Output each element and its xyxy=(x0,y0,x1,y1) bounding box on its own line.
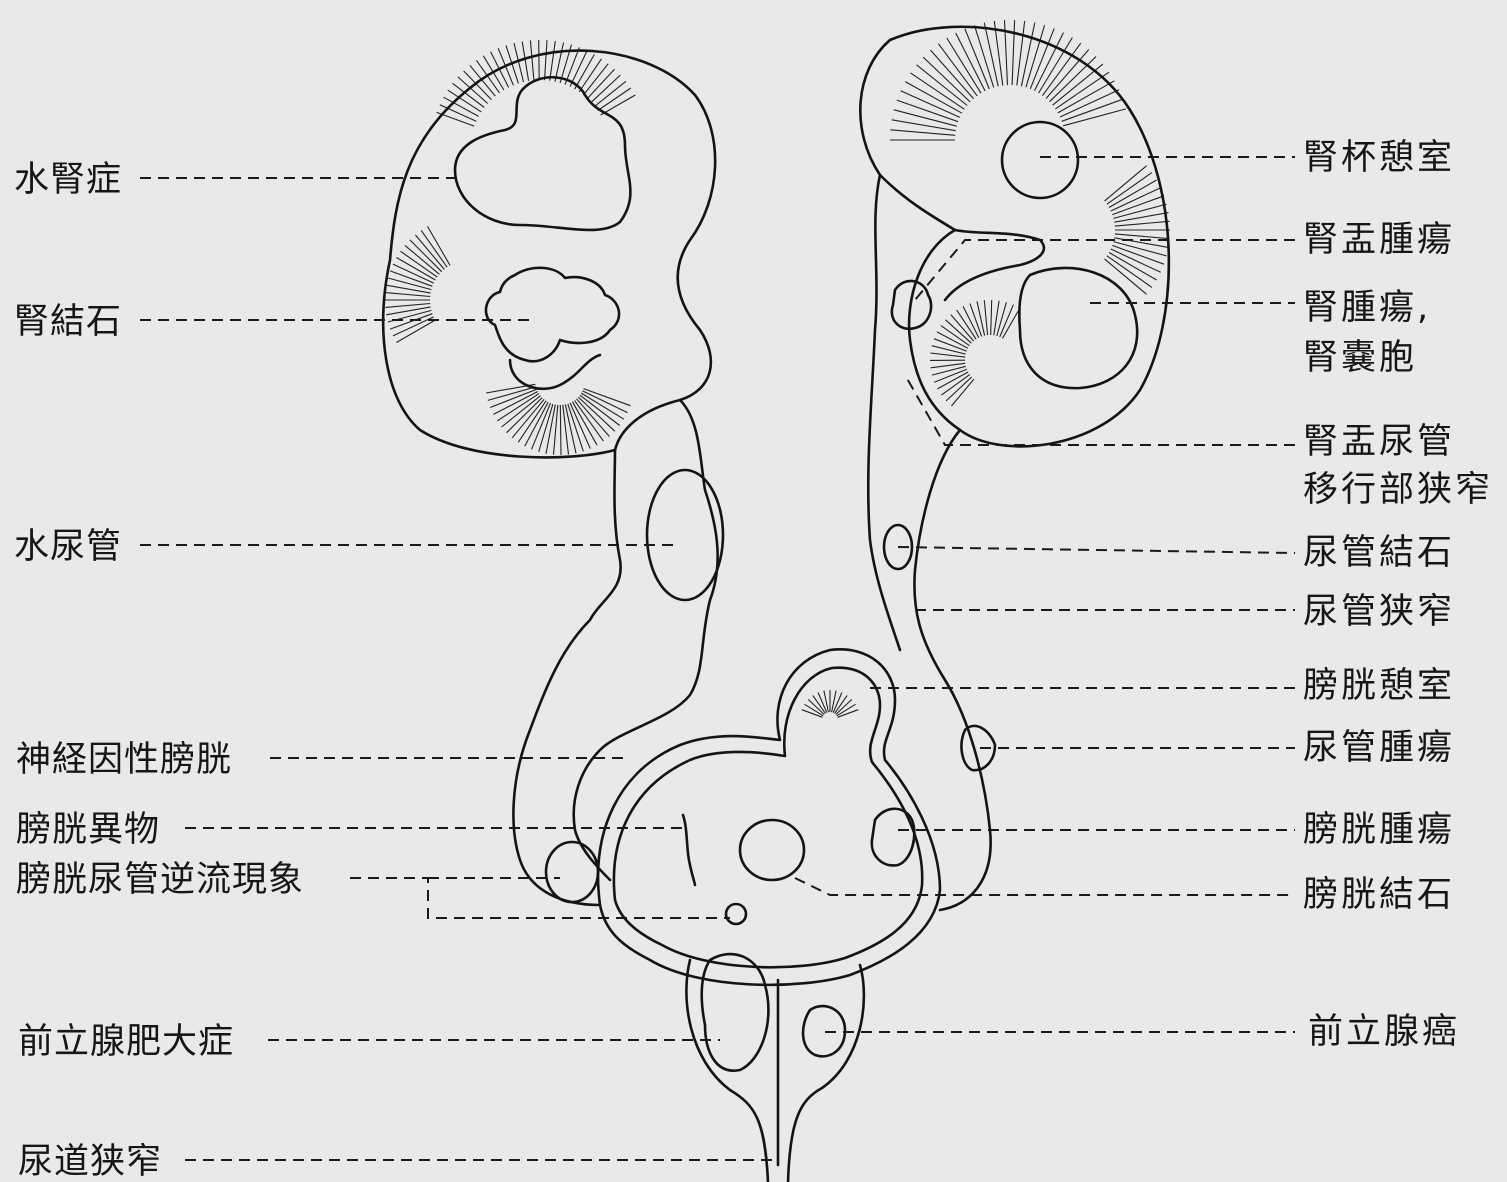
label-bladder-stone: 膀胱結石 xyxy=(1303,875,1455,915)
label-bladder-foreign-body: 膀胱異物 xyxy=(16,810,160,850)
striation-left-lower xyxy=(486,384,630,455)
right-ureter-inner xyxy=(914,430,990,910)
striation-right-upper xyxy=(890,20,1126,140)
prostate-cancer-nodule xyxy=(803,1006,845,1056)
label-ureteral-stricture: 尿管狭窄 xyxy=(1303,592,1455,632)
right-kidney-outline xyxy=(860,27,1169,447)
bladder-foreign-body xyxy=(683,815,695,885)
striation-left-mid xyxy=(385,226,450,342)
leader-ureteral-stone xyxy=(898,547,1295,553)
prostate-outline-right xyxy=(788,965,864,1182)
label-bladder-tumor: 膀胱腫瘍 xyxy=(1303,810,1455,850)
right-renal-pelvis xyxy=(945,230,1044,300)
label-renal-tumor-line1: 腎腫瘍, xyxy=(1303,288,1431,328)
left-kidney-stone xyxy=(486,268,619,361)
hydroureter-dilation xyxy=(647,470,723,600)
calyceal-diverticulum xyxy=(1002,122,1078,198)
bladder-outer-wall xyxy=(598,649,940,984)
label-calyceal-diverticulum: 腎杯憩室 xyxy=(1303,138,1455,178)
label-bladder-diverticulum: 膀胱憩室 xyxy=(1303,666,1455,706)
refluxing-orifice xyxy=(726,904,746,924)
striation-diverticulum xyxy=(802,690,858,717)
label-bph: 前立腺肥大症 xyxy=(18,1022,234,1062)
right-renal-mass xyxy=(1019,268,1137,388)
label-neurogenic-bladder: 神経因性膀胱 xyxy=(16,740,232,780)
label-hydroureter: 水尿管 xyxy=(14,527,122,567)
striation-right-lower xyxy=(930,300,1020,406)
left-dilated-pelvis xyxy=(455,77,630,230)
right-ureter-outer xyxy=(868,175,900,650)
label-urethral-stricture: 尿道狭窄 xyxy=(18,1142,162,1182)
label-hydronephrosis: 水腎症 xyxy=(14,160,122,200)
reflux-bulge xyxy=(546,842,598,902)
label-ureteral-stone: 尿管結石 xyxy=(1303,533,1455,573)
prostate-hyperplasia-nodule xyxy=(702,954,769,1071)
label-kidney-stone: 腎結石 xyxy=(14,302,122,342)
leader-renal-pelvis-tumor xyxy=(915,240,1295,300)
label-renal-pelvis-tumor: 腎盂腫瘍 xyxy=(1303,220,1455,260)
label-vesicoureteral-reflux: 膀胱尿管逆流現象 xyxy=(16,860,304,900)
label-upj-line1: 腎盂尿管 xyxy=(1303,422,1455,462)
label-renal-tumor-line2: 腎嚢胞 xyxy=(1303,338,1417,378)
leader-vesicoureteral-reflux xyxy=(350,878,730,918)
bladder-stone xyxy=(740,820,804,880)
label-upj-line2: 移行部狭窄 xyxy=(1303,470,1493,510)
label-prostate-cancer: 前立腺癌 xyxy=(1308,1012,1460,1052)
leader-upj-stenosis xyxy=(905,375,1295,445)
label-ureteral-tumor: 尿管腫瘍 xyxy=(1303,728,1455,768)
left-ureter-outer xyxy=(513,450,620,905)
leader-bladder-stone xyxy=(795,878,1295,895)
left-kidney-outline xyxy=(383,51,715,458)
